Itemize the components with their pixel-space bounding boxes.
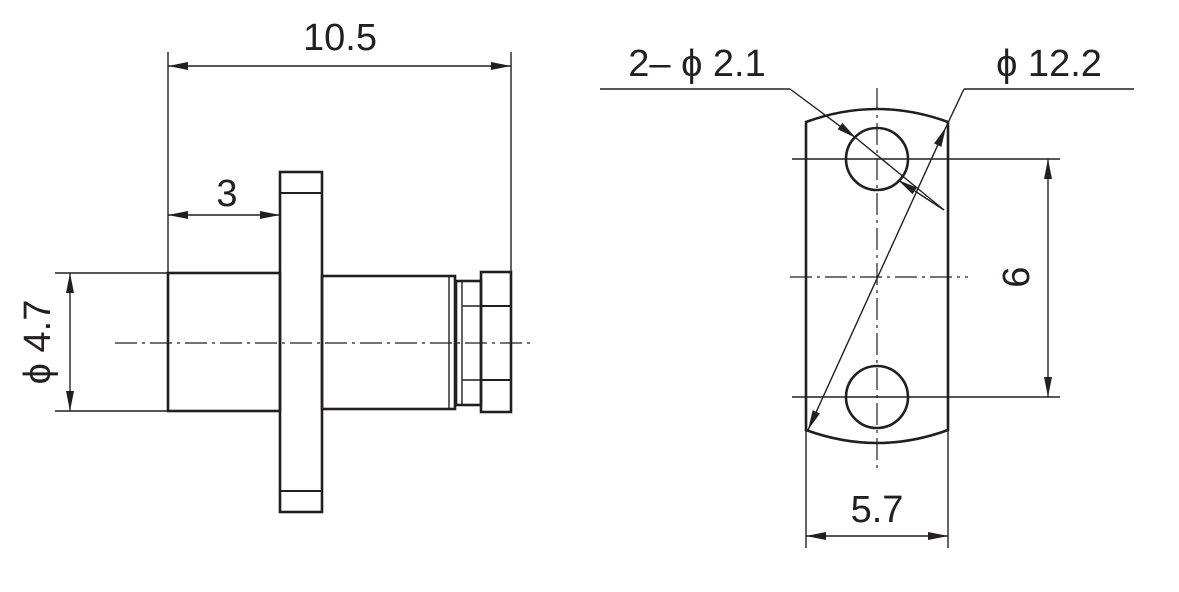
front-view: 9 5.7 ϕ 12.2 2– ϕ 2.1 [600,43,1134,548]
body-length-label: 3 [216,173,237,215]
side-view: 10.5 3 ϕ 4.7 [17,17,530,514]
overall-length-label: 10.5 [303,17,377,59]
dim-line-flange-diameter [807,126,947,431]
flange-diameter-leader [945,88,965,128]
hole-diameter-line [855,137,945,211]
hole-spacing-label: 9 [994,266,1036,287]
body-diameter-label: ϕ 4.7 [17,300,59,385]
flange [278,170,324,514]
terminal-tip [479,270,513,414]
hole-diameter-arrow [897,179,945,211]
connector-body [166,271,282,413]
flange-diameter-label: ϕ 12.2 [996,43,1102,85]
hole-callout-label: 2– ϕ 2.1 [628,43,766,85]
hole-callout-leader [789,88,857,139]
flange-width-label: 5.7 [851,489,904,531]
